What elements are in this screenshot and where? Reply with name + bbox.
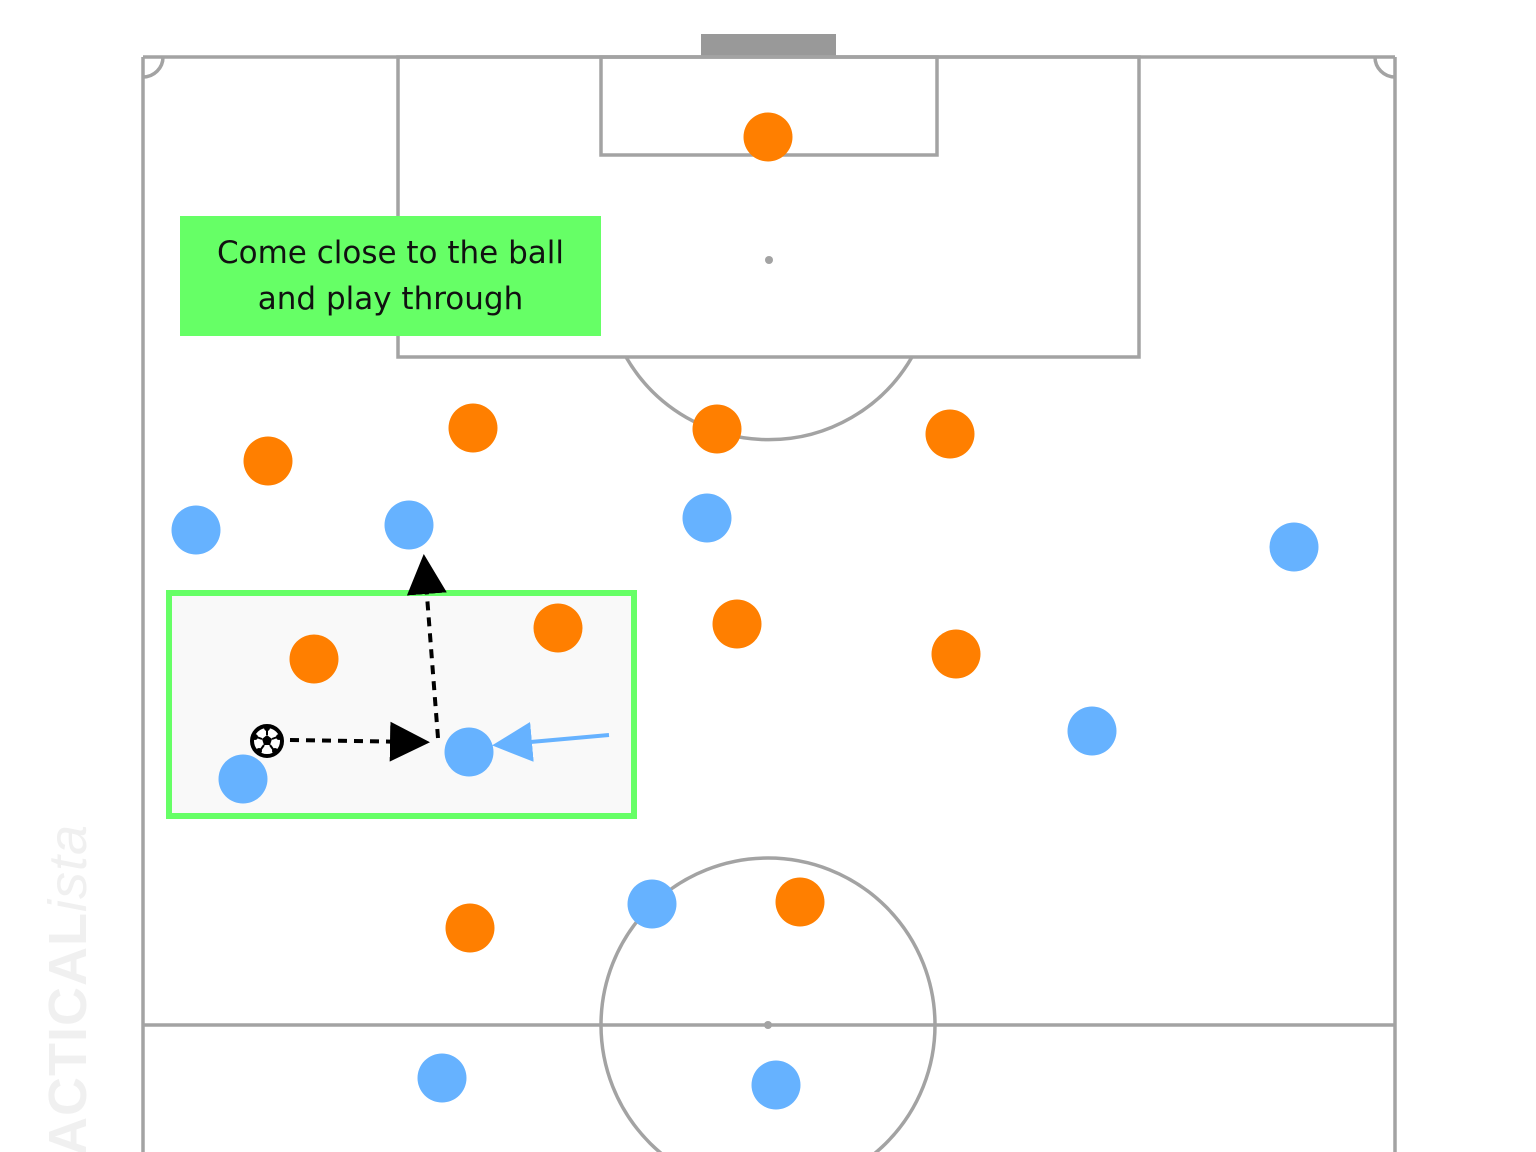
run-arrow-come-close [492,721,610,762]
pass-arrow-through [406,554,447,739]
orange-player [243,436,293,486]
pass-arrow-to-receiver [289,721,430,762]
orange-player [533,603,583,653]
watermark-brand-italic: ista [38,824,98,913]
watermark-brand-bold: TACTICAL [38,912,98,1152]
soccer-ball-icon [250,724,284,758]
orange-team [243,112,981,953]
blue-player [1269,522,1319,572]
blue-team [171,493,1319,1110]
blue-player [682,493,732,543]
goal [701,34,836,56]
orange-player [692,404,742,454]
centre-circle [599,856,937,1152]
corner-arc-left [142,56,165,79]
penalty-spot [765,256,773,264]
orange-player [289,634,339,684]
blue-player [751,1060,801,1110]
annotation-line-2: and play through [257,281,524,317]
penalty-arc [624,356,914,442]
corner-arc-right [1373,56,1396,79]
orange-player [775,877,825,927]
orange-player [448,403,498,453]
orange-player [712,599,762,649]
blue-player [444,727,494,777]
orange-player [743,112,793,162]
pitch-markings [141,55,1397,1152]
blue-player [1067,706,1117,756]
blue-player [417,1053,467,1103]
blue-player [171,505,221,555]
centre-spot [764,1021,772,1029]
blue-player [384,500,434,550]
blue-player [218,754,268,804]
orange-player [445,903,495,953]
orange-player [925,409,975,459]
orange-player [931,629,981,679]
annotation-callout: Come close to the ball and play through [180,216,601,336]
watermark-logo: TACTICALista [37,824,99,1152]
annotation-line-1: Come close to the ball [216,235,565,271]
blue-player [627,879,677,929]
